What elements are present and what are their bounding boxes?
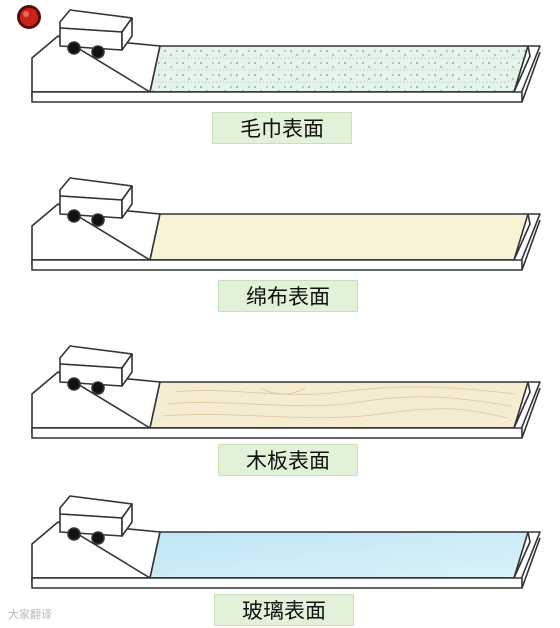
- cart-wheel: [67, 209, 81, 223]
- board-base: [31, 259, 523, 271]
- board-base: [31, 91, 523, 103]
- surface-label-wood: 木板表面: [218, 444, 358, 476]
- ramp-diagram-wood: [31, 345, 541, 439]
- panel-wood: 木板表面: [0, 336, 560, 486]
- ramp-diagram-cotton: [31, 177, 541, 271]
- surface-cotton: [149, 213, 529, 261]
- red-indicator-icon: [17, 5, 41, 29]
- ramp-diagram-glass: [31, 495, 541, 589]
- ramp-diagram-towel: [31, 9, 541, 103]
- board-base: [31, 577, 523, 589]
- surface-label-towel: 毛巾表面: [212, 112, 352, 144]
- watermark: 大家翻译: [8, 608, 52, 621]
- cart-wheel: [91, 45, 105, 59]
- surface-label-cotton: 绵布表面: [218, 280, 358, 312]
- surface-wood: [149, 381, 529, 429]
- cart-wheel: [67, 527, 81, 541]
- cart-wheel: [91, 531, 105, 545]
- cart-wheel: [67, 41, 81, 55]
- cart-wheel: [67, 377, 81, 391]
- panel-towel: 毛巾表面: [0, 0, 560, 150]
- surface-label-glass: 玻璃表面: [214, 594, 354, 626]
- cart-wheel: [91, 381, 105, 395]
- cart-wheel: [91, 213, 105, 227]
- panel-cotton: 绵布表面: [0, 168, 560, 318]
- surface-towel: [149, 45, 529, 93]
- surface-glass: [149, 531, 529, 579]
- panel-glass: 玻璃表面: [0, 486, 560, 628]
- board-base: [31, 427, 523, 439]
